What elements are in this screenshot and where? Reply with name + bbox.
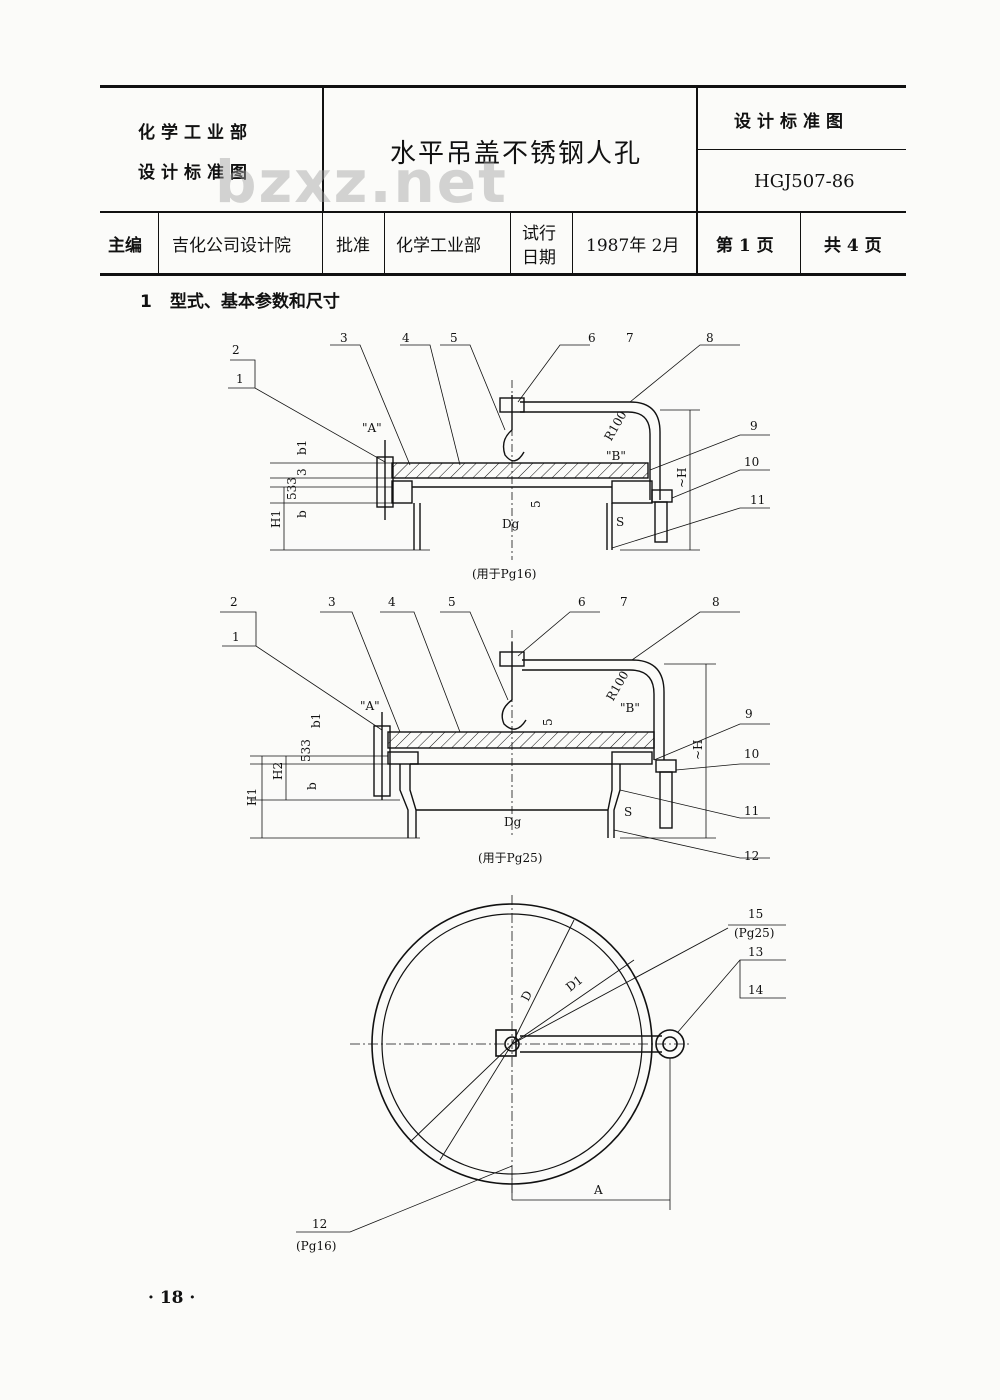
fig3-dim-d1: D1	[563, 973, 585, 995]
fig1-label-2: 2	[232, 343, 240, 357]
fig1-label-8: 8	[706, 331, 714, 345]
trial-label-2: 日期	[522, 248, 556, 268]
divider	[322, 85, 324, 211]
fig2-label-8: 8	[712, 595, 720, 609]
fig2-dim-533: 533	[299, 739, 313, 762]
figure-pg25-section: 2 1 3 4 5 6 7 8 9 10 11 12 "A" "B" R100 …	[220, 595, 770, 865]
divider	[696, 85, 698, 275]
header-bottom-rule	[100, 273, 906, 276]
trial-date: 1987年 2月	[586, 236, 680, 256]
fig2-detail-b: "B"	[620, 701, 640, 715]
divider	[572, 213, 573, 273]
document-title: 水平吊盖不锈钢人孔	[390, 139, 643, 169]
std-label: 设计标准图	[734, 112, 849, 132]
fig1-label-9: 9	[750, 419, 758, 433]
header-top-rule	[100, 85, 906, 88]
fig2-label-5: 5	[448, 595, 456, 609]
fig1-caption: (用于Pg16)	[472, 567, 536, 581]
fig2-label-1: 1	[232, 630, 240, 644]
fig2-dim-s: S	[624, 805, 632, 819]
title-block: 化学工业部 设计标准图 水平吊盖不锈钢人孔 设计标准图 HGJ507-86 主编…	[100, 85, 906, 276]
section-title: 型式、基本参数和尺寸	[169, 292, 340, 312]
section-heading: 1 型式、基本参数和尺寸	[140, 287, 340, 312]
divider	[384, 213, 385, 273]
fig1-label-11: 11	[750, 493, 765, 507]
fig2-dim-h1: H1	[245, 788, 259, 806]
approve-value: 化学工业部	[396, 236, 481, 256]
fig2-label-7: 7	[620, 595, 628, 609]
org-line-2: 设计标准图	[138, 163, 253, 183]
fig2-dim-dg: Dg	[504, 815, 522, 829]
fig1-dim-533: 533	[285, 477, 299, 500]
section-number: 1	[140, 292, 152, 312]
fig3-label-15-note: (Pg25)	[734, 926, 774, 940]
editor-value: 吉化公司设计院	[172, 236, 291, 256]
fig1-dim-h1: H1	[269, 510, 283, 528]
fig3-label-12-note: (Pg16)	[296, 1239, 336, 1253]
fig2-label-6: 6	[578, 595, 586, 609]
std-divider	[696, 149, 906, 150]
divider	[158, 213, 159, 273]
editor-label: 主编	[108, 236, 142, 256]
fig2-label-2: 2	[230, 595, 238, 609]
fig1-label-5: 5	[450, 331, 458, 345]
fig2-label-11: 11	[744, 804, 759, 818]
fig1-label-7: 7	[626, 331, 634, 345]
fig1-label-10: 10	[744, 455, 759, 469]
fig1-label-1: 1	[236, 372, 244, 386]
fig1-label-3: 3	[340, 331, 348, 345]
fig3-label-15: 15	[748, 907, 763, 921]
fig1-dim-dg: Dg	[502, 517, 520, 531]
fig2-dim-h2: H2	[271, 762, 285, 780]
fig1-dim-h: ~H	[675, 467, 689, 488]
fig2-radius: R100	[603, 669, 631, 704]
fig3-label-12: 12	[312, 1217, 327, 1231]
fig2-label-4: 4	[388, 595, 396, 609]
page-number-label: 第 1 页	[716, 236, 774, 256]
fig2-dim-5: 5	[541, 718, 555, 726]
watermark: bzxz.net	[215, 148, 508, 216]
fig1-dim-b1: b1	[295, 440, 309, 455]
fig2-label-3: 3	[328, 595, 336, 609]
figure-pg16-section: 2 1 3 4 5 6 7 8 9 10 11 "A" "B" R100 Dg …	[228, 331, 770, 581]
fig3-label-13: 13	[748, 945, 763, 959]
fig1-label-6: 6	[588, 331, 596, 345]
fig1-dim-3: 3	[295, 468, 309, 476]
header-mid-rule	[100, 211, 906, 213]
fig2-detail-a: "A"	[360, 699, 380, 713]
page-footer-number: · 18 ·	[148, 1288, 196, 1308]
fig3-label-14: 14	[748, 983, 764, 997]
fig2-dim-b1: b1	[309, 713, 323, 728]
fig2-label-12: 12	[744, 849, 759, 863]
fig1-detail-a: "A"	[362, 421, 382, 435]
fig1-dim-b: b	[295, 510, 309, 518]
divider	[510, 213, 511, 273]
fig1-detail-b: "B"	[606, 449, 626, 463]
fig2-dim-b: b	[305, 782, 319, 790]
std-code: HGJ507-86	[754, 171, 855, 192]
divider	[800, 213, 801, 273]
fig2-label-10: 10	[744, 747, 759, 761]
figure-plan-view: D D1 A 15 (Pg25) 13 14 12 (Pg16)	[296, 895, 786, 1253]
page-total-label: 共 4 页	[824, 236, 882, 256]
fig1-label-4: 4	[402, 331, 410, 345]
divider	[322, 213, 323, 273]
fig3-dim-d: D	[518, 988, 535, 1003]
fig2-dim-h: ~H	[691, 739, 705, 760]
fig1-dim-5: 5	[529, 500, 543, 508]
trial-label-1: 试行	[522, 224, 556, 244]
approve-label: 批准	[336, 236, 370, 256]
fig1-radius: R100	[601, 409, 629, 444]
fig3-dim-a: A	[593, 1183, 603, 1197]
fig2-caption: (用于Pg25)	[478, 851, 542, 865]
org-line-1: 化学工业部	[138, 123, 253, 143]
fig1-dim-s: S	[616, 515, 624, 529]
fig2-label-9: 9	[745, 707, 753, 721]
